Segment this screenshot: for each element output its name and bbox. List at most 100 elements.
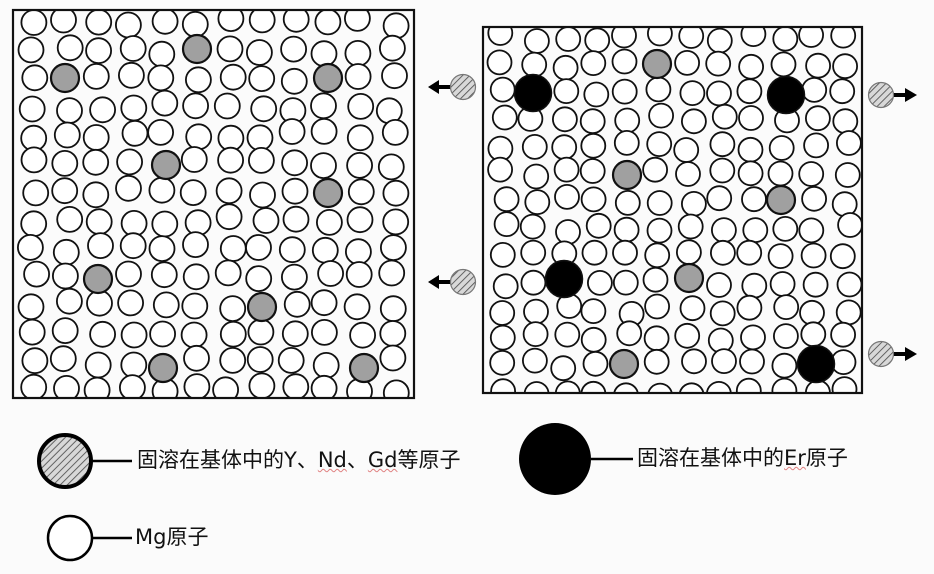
mg-atom [119, 35, 147, 62]
mg-atom [346, 124, 374, 152]
mg-atom [381, 118, 409, 146]
mg-atom [379, 234, 407, 262]
mg-atom [612, 269, 639, 296]
mg-atom [310, 152, 337, 180]
mg-atom [706, 381, 732, 393]
mg-atom [580, 186, 607, 213]
mg-atom [49, 345, 77, 373]
mg-atom [148, 235, 176, 263]
solute-atom-gray [147, 352, 179, 384]
hatched-solute-atom [867, 340, 895, 368]
mg-atom [523, 298, 549, 325]
mg-atom [614, 107, 641, 134]
mg-atom [736, 294, 763, 321]
mg-atom [215, 203, 243, 231]
mg-atom [84, 351, 112, 379]
mg-atom [553, 78, 580, 104]
mg-atom [644, 293, 670, 320]
mg-atom [799, 299, 825, 326]
mg-atom [800, 242, 827, 269]
mg-atom [282, 205, 310, 233]
mg-atom [56, 97, 83, 124]
mg-atom [20, 373, 48, 398]
mg-atom [281, 149, 309, 177]
mg-atom [675, 161, 701, 187]
mg-atom [115, 174, 142, 202]
solute-atom-gray [673, 262, 705, 294]
mg-atom [648, 102, 674, 129]
mg-atom [677, 213, 704, 240]
mg-atom [346, 151, 374, 179]
mg-atom [800, 321, 827, 348]
mg-atom [51, 177, 79, 205]
legend-text-mg: Mg原子 [135, 525, 209, 549]
mg-atom [741, 186, 767, 213]
mg-atom [583, 81, 610, 108]
mg-atom [349, 321, 377, 349]
mg-atom [89, 320, 116, 348]
mg-atom [742, 217, 769, 244]
mg-atom [82, 124, 110, 151]
mg-atom [280, 263, 308, 291]
mg-atom [56, 34, 84, 62]
solute-atom-gray [312, 62, 344, 94]
mg-atom [767, 160, 794, 187]
mg-atom [612, 239, 638, 266]
mg-atom [711, 348, 737, 375]
mg-atom [767, 243, 794, 270]
mg-atom [185, 123, 213, 151]
mg-atom [647, 27, 673, 47]
mg-atom [82, 63, 110, 90]
mg-atom [245, 265, 273, 293]
mg-atom [179, 179, 207, 207]
mg-atom [579, 158, 606, 184]
mg-atom [310, 289, 338, 317]
mg-atom [182, 92, 210, 120]
mg-atom [769, 271, 796, 297]
legend-text-suffix: 等原子 [397, 448, 461, 472]
mg-atom [554, 183, 580, 210]
solute-atom-gray [348, 352, 380, 384]
mg-atom [181, 10, 209, 38]
mg-atom [252, 207, 280, 234]
mg-atom [552, 106, 578, 133]
mg-atom [310, 374, 338, 398]
mg-atom [487, 27, 514, 46]
mg-atom [115, 260, 142, 288]
mg-atom [802, 271, 829, 298]
mg-atom [647, 382, 673, 393]
mg-atom [20, 10, 48, 36]
mg-atom [85, 208, 113, 236]
mg-atom [310, 117, 338, 145]
mg-atom [646, 217, 673, 244]
mg-atom [116, 148, 144, 176]
mg-atom [552, 54, 579, 81]
mg-atom [551, 134, 578, 161]
mg-atom [147, 64, 175, 92]
mg-atom [771, 352, 798, 379]
mg-atom [377, 153, 405, 181]
mg-atom [21, 64, 49, 92]
mg-atom [798, 27, 824, 48]
solute-atom-gray [49, 62, 81, 94]
mg-atom [798, 161, 825, 187]
mg-atom [52, 238, 80, 266]
arrow-left-icon [428, 80, 439, 94]
mg-atom [217, 10, 245, 32]
mg-atom [52, 262, 79, 290]
right-matrix-border [481, 25, 864, 395]
mg-atom [613, 129, 640, 156]
mg-atom [492, 273, 519, 300]
mg-atom [768, 135, 795, 161]
mg-atom [487, 156, 514, 183]
mg-atom [489, 349, 516, 376]
mg-atom [85, 10, 113, 36]
mg-atom [836, 271, 862, 298]
mg-atom [706, 27, 733, 54]
mg-atom [801, 77, 828, 103]
legend-text-er: Er [784, 446, 806, 470]
mg-atom [587, 269, 613, 296]
mg-atom [681, 108, 707, 135]
er-atom [766, 75, 806, 115]
mg-atom [282, 373, 310, 398]
